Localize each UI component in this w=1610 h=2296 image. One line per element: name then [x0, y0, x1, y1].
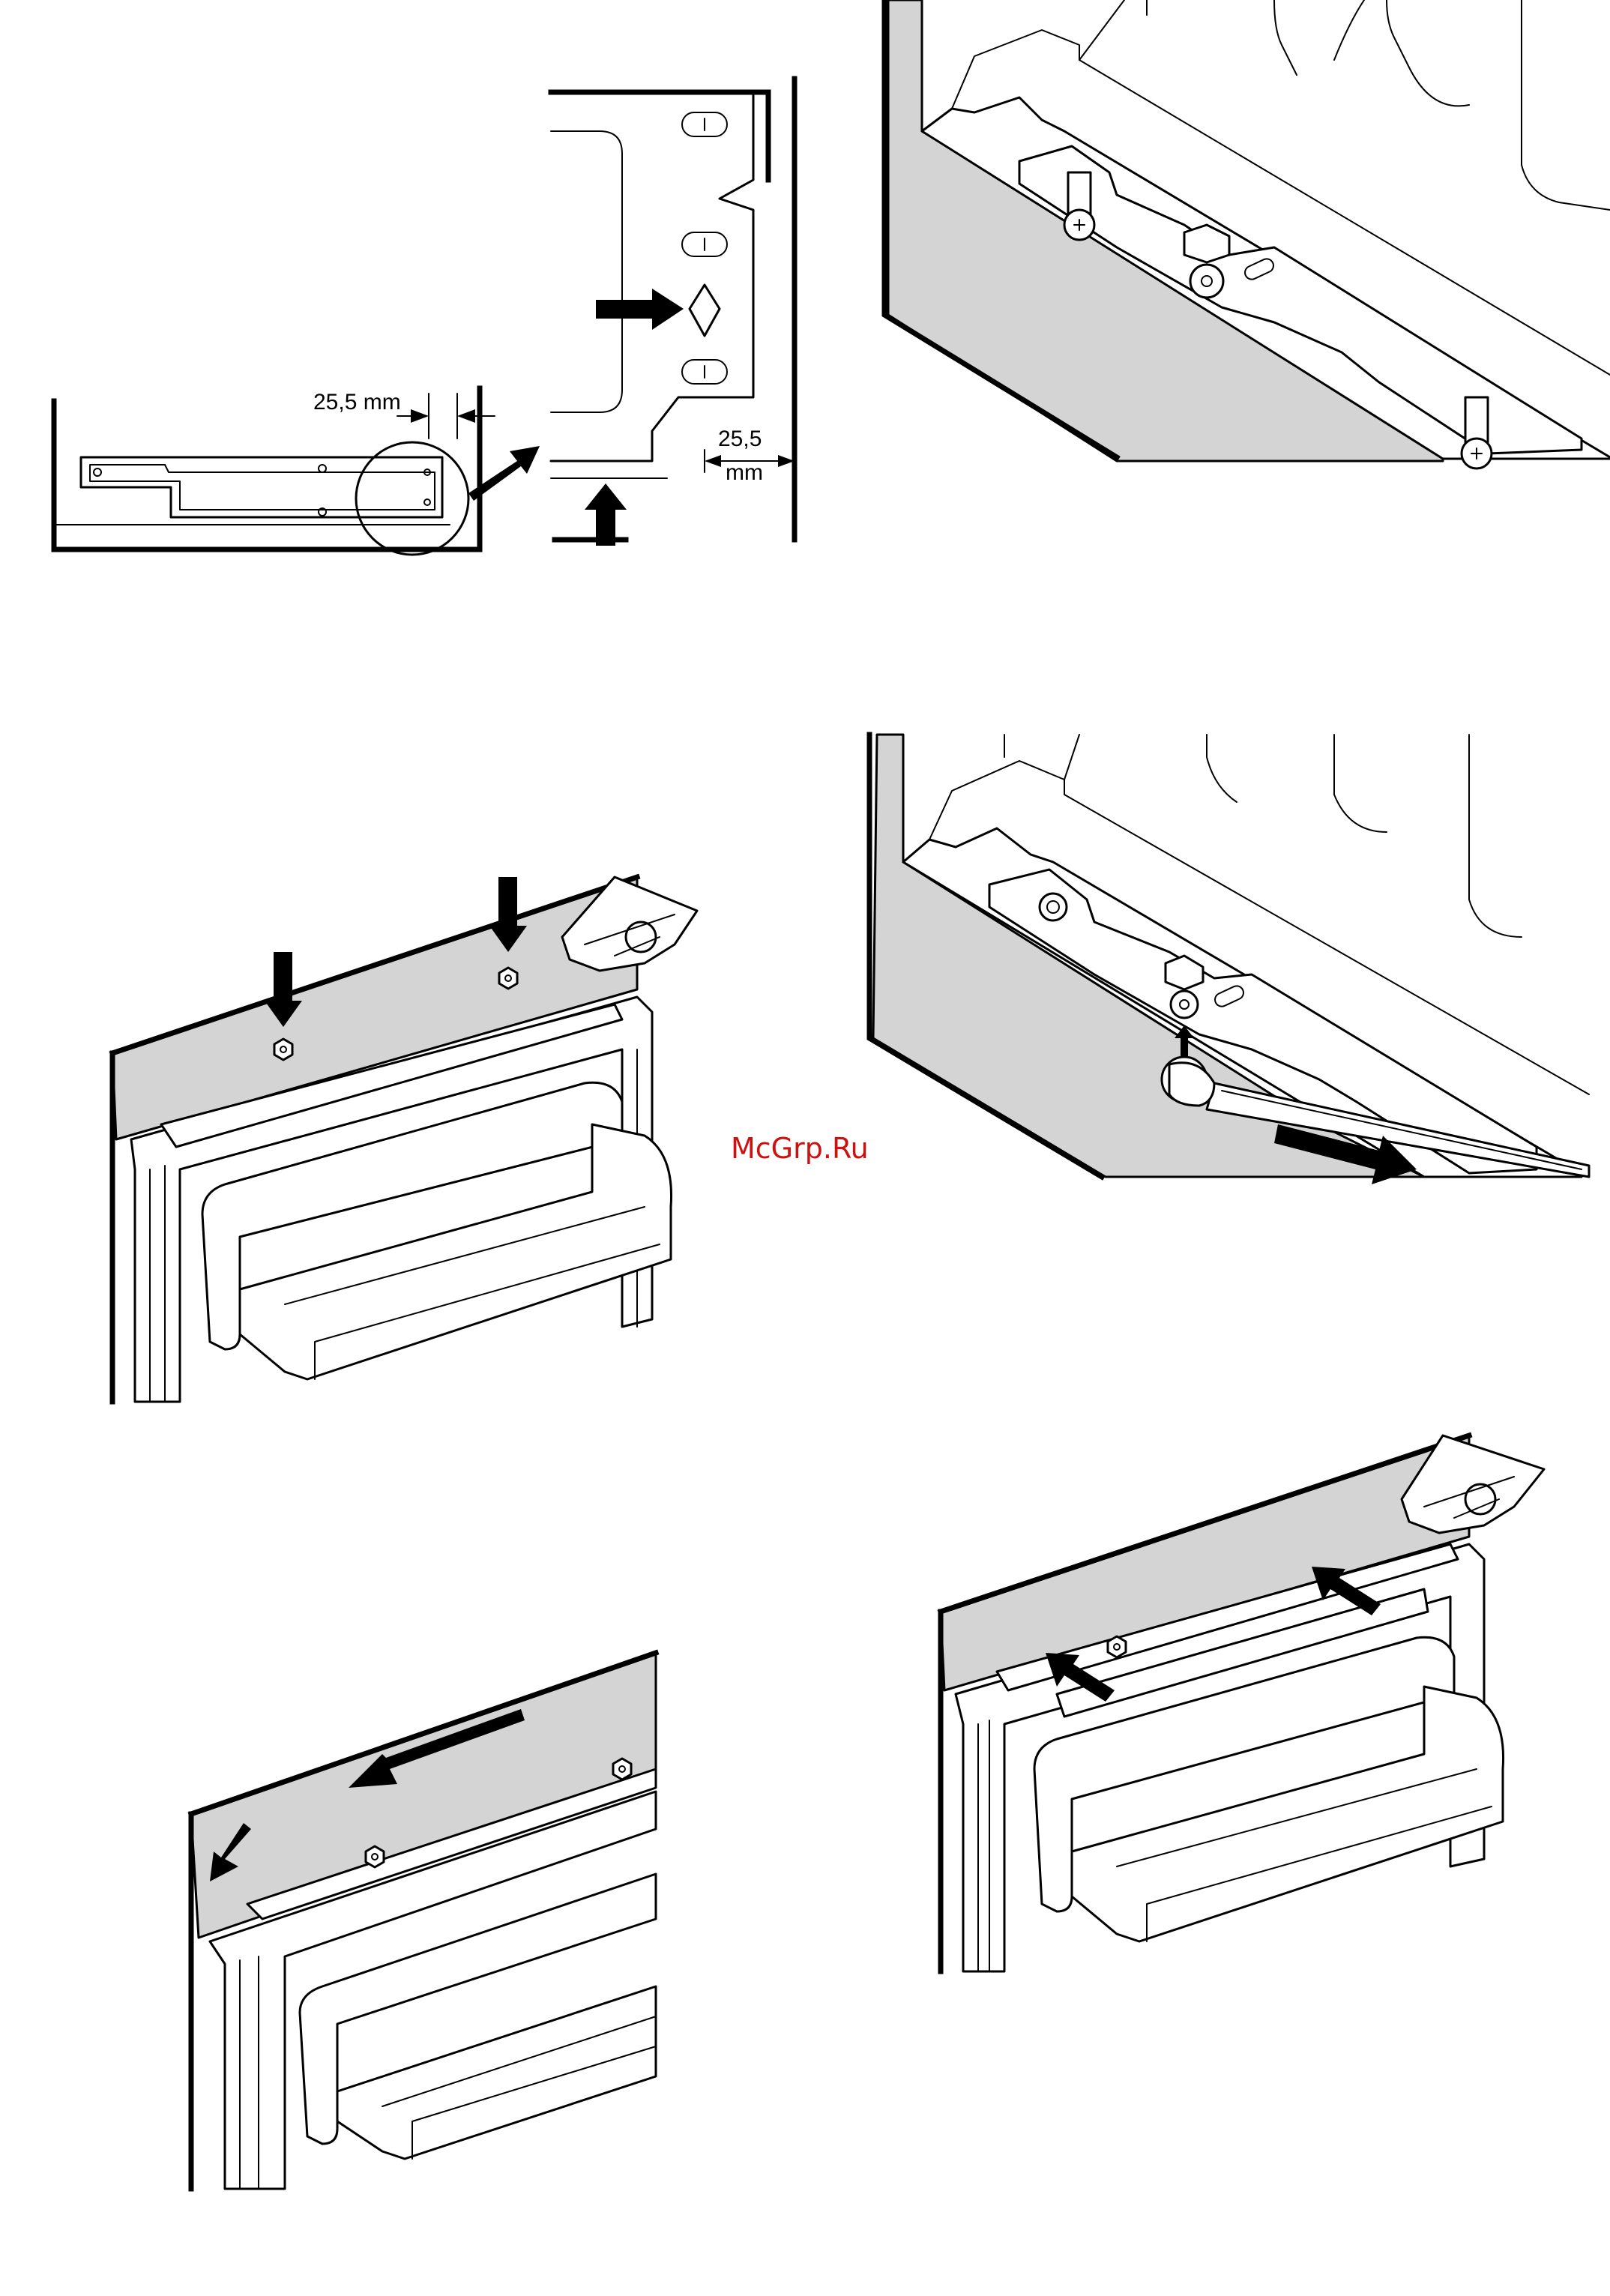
push-arrow-up	[585, 483, 627, 546]
diamond-marker	[690, 285, 720, 336]
fastening-nut-left	[274, 1039, 292, 1060]
dimension-arrows	[411, 409, 475, 423]
watermark: McGrp.Ru	[731, 1132, 869, 1165]
fastening-nut	[1108, 1636, 1126, 1657]
fastening-nut-right	[499, 968, 517, 989]
detail-panel-recess	[551, 131, 622, 412]
figure-bracket-alignment: 25,5 mm 25,5 mm	[54, 79, 795, 555]
hinge-bracket-plate	[81, 457, 442, 517]
dimension-label-left: 25,5 mm	[313, 390, 401, 415]
push-arrow-right	[596, 289, 684, 330]
detail-bracket-outline	[551, 94, 753, 461]
dimension-label-right-unit: mm	[726, 460, 763, 485]
figure-door-fastening	[112, 877, 697, 1402]
dimension-extension-lines	[429, 394, 457, 439]
screw-left	[1064, 172, 1094, 240]
fastening-nut-right	[613, 1759, 631, 1780]
figure-cover-strip	[941, 1435, 1544, 1971]
door-shelf-tray	[337, 1986, 656, 2159]
screw-right	[1462, 397, 1492, 468]
fastening-nut-left	[366, 1846, 384, 1867]
dimension-label-right-value: 25,5	[718, 427, 762, 451]
figure-hinge-screws	[884, 0, 1610, 468]
figure-screwdriver-adjust	[869, 735, 1589, 1184]
hinge-mechanism	[562, 877, 697, 971]
figure-door-slide	[191, 1653, 656, 2189]
hinge-pivot	[1040, 894, 1067, 920]
detail-magnifier-circle	[356, 442, 468, 555]
